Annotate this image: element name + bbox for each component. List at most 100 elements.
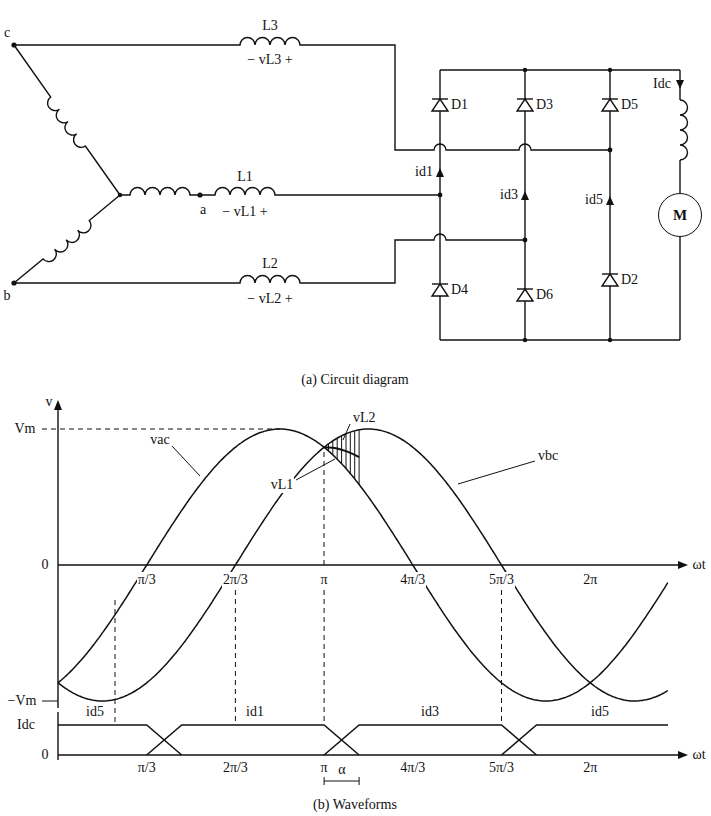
current-arrow	[676, 80, 684, 89]
junction-dot	[608, 148, 613, 153]
winding-a	[120, 188, 200, 195]
label: 0	[41, 557, 50, 572]
label: L3	[261, 18, 279, 33]
diodes	[432, 99, 618, 301]
label: π/3	[137, 572, 157, 587]
label: D4	[450, 282, 469, 297]
guide-dash	[501, 590, 502, 725]
label: D2	[620, 272, 639, 287]
label: (a) Circuit diagram	[300, 372, 409, 387]
label: id5	[584, 192, 604, 207]
leader-line	[343, 424, 350, 440]
diode-bar	[602, 273, 618, 274]
terminal-dot	[197, 192, 202, 197]
current-arrow	[606, 196, 614, 205]
leader-line	[458, 461, 535, 484]
label: vL1	[270, 477, 295, 492]
diode-bar	[432, 283, 448, 284]
coil	[680, 100, 688, 160]
label: D3	[535, 97, 554, 112]
junction-dot	[523, 238, 528, 243]
motor-circle: M	[658, 193, 702, 237]
label: D6	[535, 287, 554, 302]
label: Idc	[652, 76, 672, 91]
label: D5	[620, 97, 639, 112]
interval-bracket	[324, 777, 359, 785]
diode-symbol	[432, 99, 448, 111]
label: 5π/3	[488, 572, 515, 587]
label: id3	[420, 704, 440, 719]
junction-dot	[608, 338, 612, 342]
junction-dot	[118, 193, 122, 197]
leader-line	[172, 446, 200, 476]
current-waveform	[324, 725, 536, 755]
dc-wire	[679, 236, 680, 340]
axis-arrow	[678, 561, 688, 569]
label: v	[45, 394, 54, 409]
diode-bar	[432, 98, 448, 99]
label: 2π/3	[222, 760, 249, 775]
junction-dot	[608, 68, 612, 72]
winding-b	[14, 195, 125, 289]
label: ωt	[691, 747, 706, 762]
phase-c-wire	[14, 38, 610, 151]
dc-bus	[440, 339, 680, 340]
label: vac	[149, 432, 170, 447]
axis	[58, 754, 684, 755]
junction-dot	[523, 68, 527, 72]
phase-b-wire	[14, 234, 525, 283]
axis	[58, 564, 684, 565]
label: 4π/3	[399, 760, 426, 775]
label: π/3	[137, 760, 157, 775]
winding-c	[8, 45, 120, 199]
current-waveform	[502, 725, 669, 755]
label: 0	[41, 747, 50, 762]
label: D1	[450, 97, 469, 112]
label: π	[320, 760, 329, 775]
label: ωt	[691, 557, 706, 572]
diode-bar	[602, 98, 618, 99]
dc-bus	[440, 69, 680, 70]
label: L1	[236, 169, 254, 184]
vbc-curve	[58, 429, 668, 701]
label: Vm	[14, 421, 37, 436]
phase-a-wire	[200, 188, 440, 195]
label: Idc	[16, 717, 36, 732]
label: b	[3, 288, 12, 303]
terminal-dot	[11, 42, 16, 47]
diode-symbol	[517, 99, 533, 111]
label: π	[320, 572, 329, 587]
terminal-dot	[11, 280, 16, 285]
motor-label: M	[673, 207, 687, 224]
current-arrow	[521, 191, 529, 200]
junction-dot	[438, 193, 443, 198]
label: α	[337, 762, 346, 777]
label: 4π/3	[399, 572, 426, 587]
commutation-marks	[324, 430, 359, 485]
junction-dot	[523, 338, 527, 342]
guide-dash	[324, 590, 325, 725]
diode-bar	[517, 98, 533, 99]
label: −Vm	[7, 693, 38, 708]
label: 5π/3	[488, 760, 515, 775]
label: − vL1 +	[221, 204, 268, 219]
peak-dash	[42, 429, 280, 430]
output-voltage-segment	[324, 447, 359, 457]
label: vL2	[352, 410, 377, 425]
diode-symbol	[517, 289, 533, 301]
dc-inductor	[680, 100, 688, 160]
label: a	[199, 202, 207, 217]
axis-arrow	[678, 751, 688, 759]
axis-tick	[42, 701, 58, 702]
current-arrow	[436, 168, 444, 177]
diode-symbol	[602, 274, 618, 286]
label: − vL2 +	[246, 291, 293, 306]
diode-bar	[517, 288, 533, 289]
coil	[14, 195, 125, 289]
label: 2π	[582, 572, 598, 587]
label: vbc	[537, 448, 559, 463]
leader-line	[296, 459, 335, 480]
axis-arrow	[54, 400, 62, 410]
